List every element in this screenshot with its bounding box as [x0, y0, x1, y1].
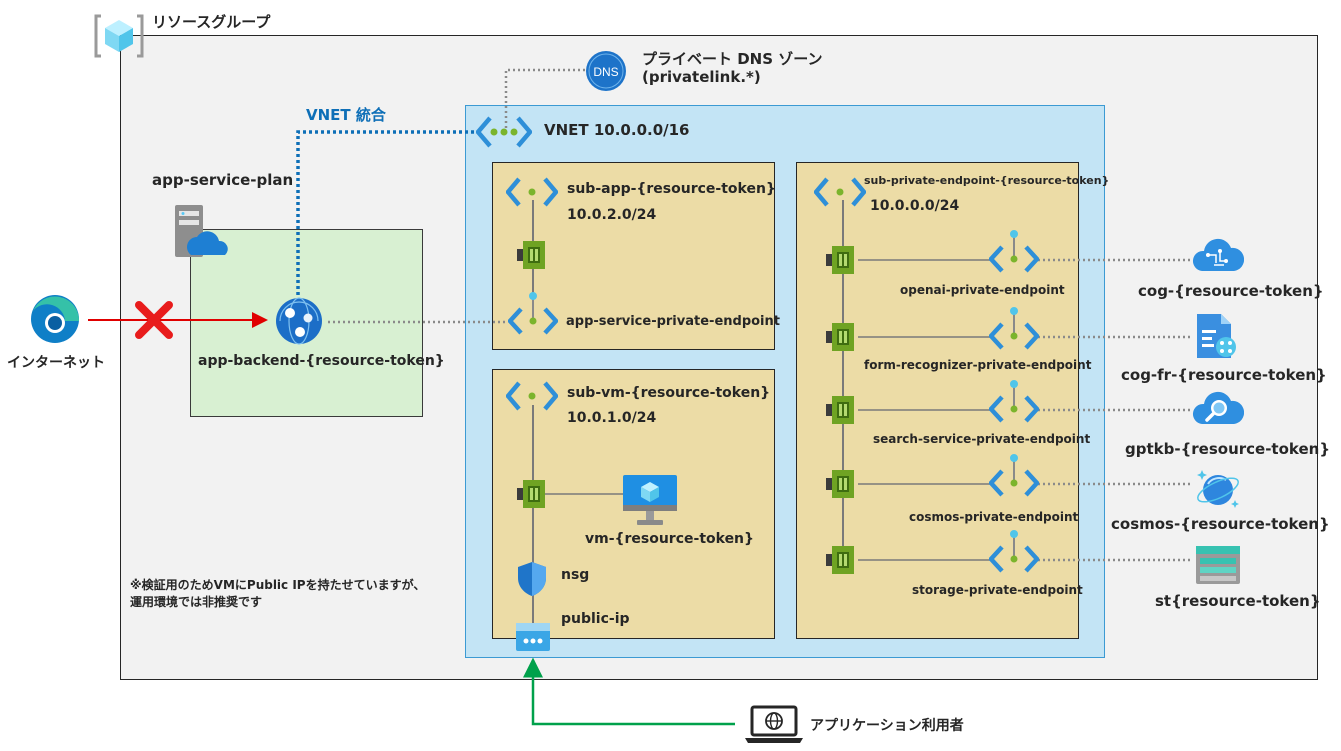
cosmos-db-icon — [1197, 470, 1239, 508]
blocked-x-icon — [135, 301, 173, 339]
endpoint-label: search-service-private-endpoint — [873, 432, 1091, 446]
storage-account-icon — [1196, 546, 1240, 584]
subnet-icon — [814, 177, 866, 207]
search-service-icon — [1193, 391, 1244, 424]
subnet-app-name: sub-app-{resource-token} — [567, 181, 776, 197]
app-backend-label: app-backend-{resource-token} — [198, 353, 445, 369]
nsg-shield-icon — [518, 562, 546, 596]
network-interface-icon — [826, 246, 854, 274]
app-service-plan-icon — [175, 205, 228, 257]
vm-label: vm-{resource-token} — [585, 531, 754, 547]
endpoint-label: cosmos-private-endpoint — [909, 510, 1079, 524]
cognitive-services-icon — [1193, 238, 1244, 271]
subnet-icon — [506, 177, 558, 207]
private-endpoint-icon — [508, 292, 558, 335]
resource-group-icon — [94, 14, 144, 58]
app-service-plan-label: app-service-plan — [152, 171, 294, 189]
service-label: cog-{resource-token} — [1138, 282, 1324, 300]
private-endpoint-icon — [989, 530, 1039, 573]
laptop-icon — [745, 705, 803, 743]
app-endpoint-label: app-service-private-endpoint — [566, 314, 780, 329]
public-ip-label: public-ip — [561, 611, 630, 627]
service-label: cosmos-{resource-token} — [1111, 515, 1330, 533]
vnet-icon — [476, 116, 532, 148]
resource-group-label: リソースグループ — [152, 13, 271, 31]
vnet-integration-label: VNET 統合 — [306, 106, 386, 124]
vnet-integration-line — [296, 130, 478, 295]
network-interface-icon — [826, 323, 854, 351]
endpoint-label: openai-private-endpoint — [900, 283, 1065, 297]
subnet-vm-cidr: 10.0.1.0/24 — [567, 410, 657, 426]
service-label: st{resource-token} — [1155, 592, 1321, 610]
form-recognizer-icon — [1197, 314, 1236, 358]
subnet-pe-name: sub-private-endpoint-{resource-token} — [864, 174, 1110, 187]
note-line-2: 運用環境では非推奨です — [130, 595, 263, 609]
network-interface-icon — [826, 396, 854, 424]
nsg-label: nsg — [561, 567, 590, 583]
network-interface-icon — [826, 470, 854, 498]
internet-label: インターネット — [7, 355, 105, 371]
service-label: cog-fr-{resource-token} — [1121, 366, 1327, 384]
private-endpoint-icon — [989, 454, 1039, 497]
user-arrow — [523, 657, 735, 726]
app-service-icon — [276, 297, 322, 345]
edge-browser-icon — [31, 295, 79, 343]
dns-link-line — [504, 68, 585, 128]
service-label: gptkb-{resource-token} — [1125, 440, 1331, 458]
subnet-vm-name: sub-vm-{resource-token} — [567, 385, 771, 401]
network-interface-icon — [517, 480, 545, 508]
app-user-label: アプリケーション利用者 — [810, 718, 964, 734]
dns-zone-subtitle: (privatelink.*) — [642, 68, 761, 86]
private-endpoint-icon — [989, 230, 1039, 273]
vnet-label: VNET 10.0.0.0/16 — [544, 121, 690, 139]
network-interface-icon — [517, 241, 545, 269]
subnet-icon — [506, 381, 558, 411]
private-endpoint-icon — [989, 307, 1039, 350]
dns-zone-icon: DNS — [586, 51, 626, 91]
endpoint-label: storage-private-endpoint — [912, 583, 1083, 597]
network-interface-icon — [826, 546, 854, 574]
note-line-1: ※検証用のためVMにPublic IPを持たせていますが、 — [130, 578, 426, 592]
subnet-app-cidr: 10.0.2.0/24 — [567, 207, 657, 223]
endpoint-label: form-recognizer-private-endpoint — [864, 358, 1092, 372]
dns-zone-title: プライベート DNS ゾーン — [642, 50, 823, 68]
virtual-machine-icon — [623, 475, 677, 525]
public-ip-icon — [516, 623, 550, 651]
private-endpoint-icon — [989, 380, 1039, 423]
subnet-pe-cidr: 10.0.0.0/24 — [870, 198, 960, 214]
svg-text:DNS: DNS — [593, 65, 618, 79]
